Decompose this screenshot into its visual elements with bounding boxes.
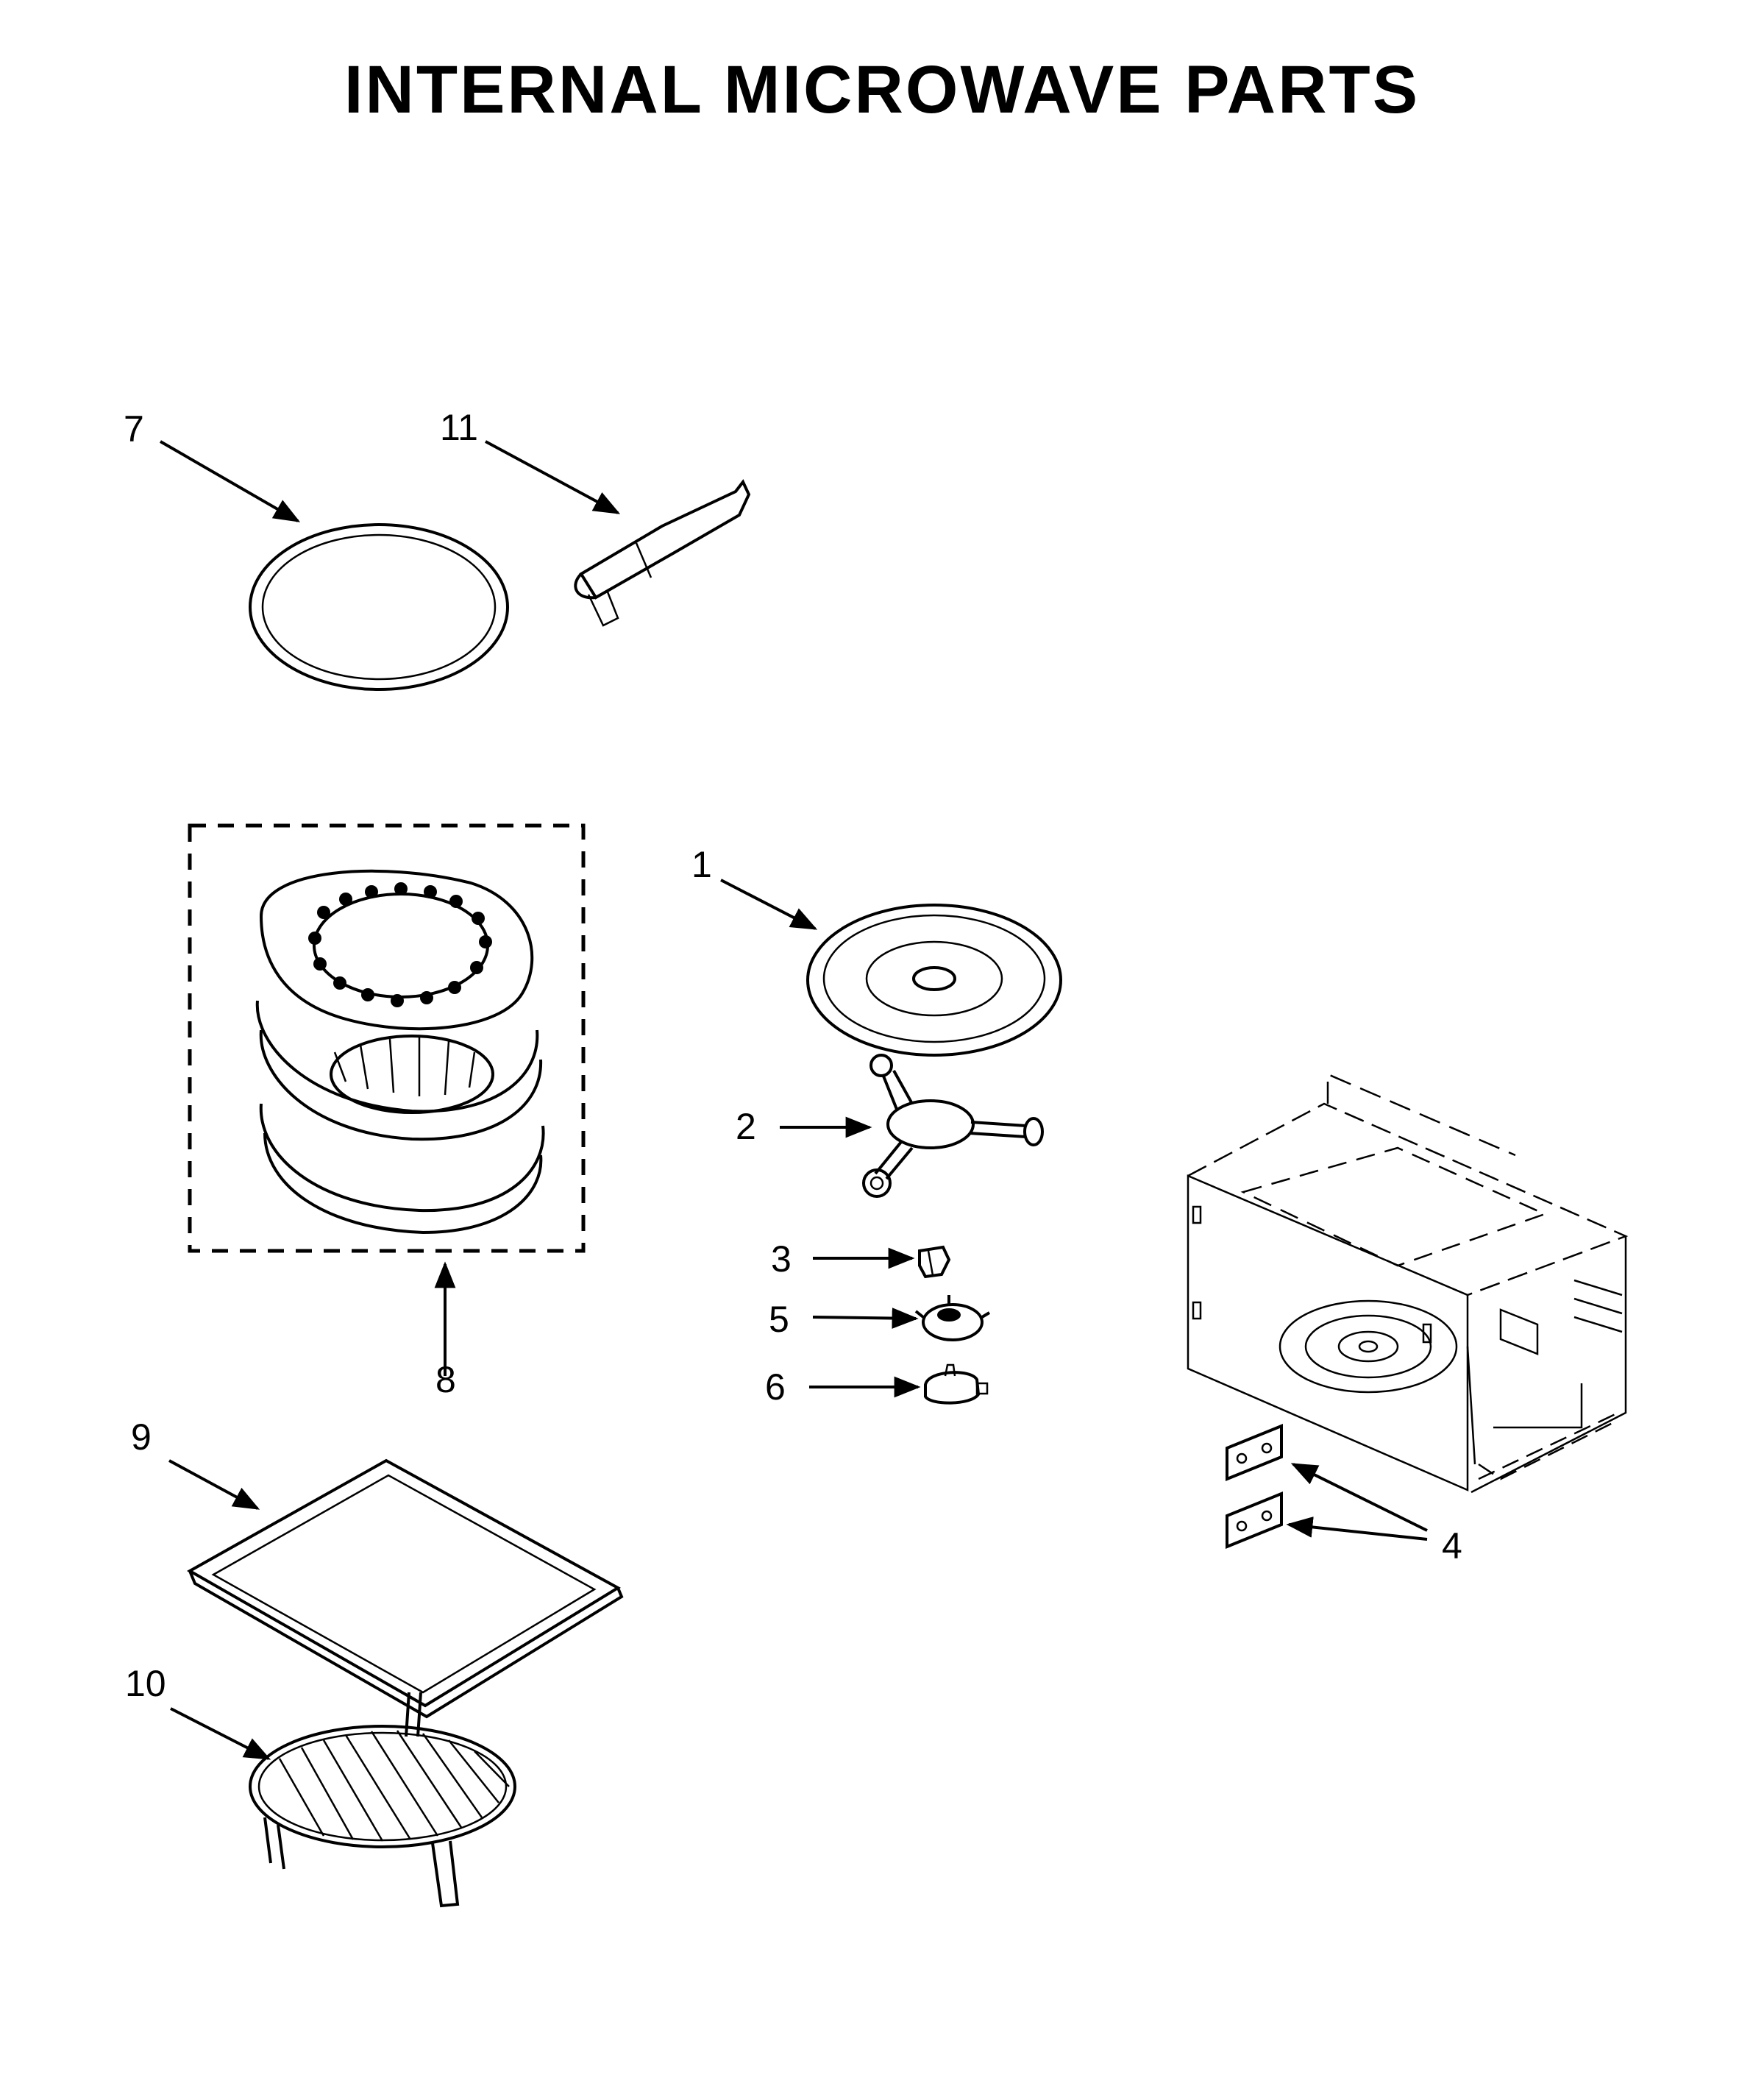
- part-4-waveguide-covers: [1226, 1424, 1428, 1549]
- callout-9: 9: [131, 1416, 152, 1458]
- leader-7: [159, 440, 301, 522]
- cavity-frame-reference: [1187, 1073, 1629, 1494]
- part-10-rack: [170, 1692, 516, 1908]
- lid-vent-holes: [308, 882, 492, 1007]
- part-6-motor: [809, 1363, 989, 1405]
- callout-4: 4: [1442, 1525, 1462, 1567]
- part-1-turntable-tray: [720, 879, 1062, 1057]
- part-3-coupler: [813, 1245, 951, 1279]
- callout-6: 6: [765, 1366, 786, 1408]
- callout-3: 3: [771, 1238, 792, 1280]
- callout-7: 7: [124, 408, 144, 450]
- rack-wires: [278, 1730, 510, 1842]
- part-8-steamer-assembly: [188, 823, 586, 1376]
- leader-1: [720, 879, 818, 930]
- callout-5: 5: [769, 1299, 789, 1340]
- part-5-turntable-motor: [812, 1295, 991, 1341]
- callout-11: 11: [440, 407, 478, 448]
- callout-1: 1: [691, 844, 712, 885]
- leader-5: [812, 1308, 919, 1329]
- callout-labels: 1 2 3 4 5 6 7 8 9 10 11: [124, 407, 1462, 1704]
- leader-4a: [1290, 1463, 1428, 1532]
- assembly-dashed-box: [188, 823, 586, 1253]
- leader-4b: [1286, 1517, 1428, 1541]
- part-7-crisper-pan: [159, 440, 509, 691]
- callout-8: 8: [435, 1359, 456, 1400]
- leader-9: [168, 1459, 260, 1510]
- part-2-roller-support: [780, 1054, 1044, 1198]
- callout-2: 2: [736, 1106, 756, 1147]
- part-11-pan-handle: [485, 440, 751, 627]
- leader-11: [485, 440, 621, 514]
- leader-10: [170, 1707, 271, 1760]
- diagram-title: INTERNAL MICROWAVE PARTS: [344, 52, 1420, 127]
- part-9-baking-tray: [168, 1458, 624, 1719]
- callout-10: 10: [125, 1663, 166, 1704]
